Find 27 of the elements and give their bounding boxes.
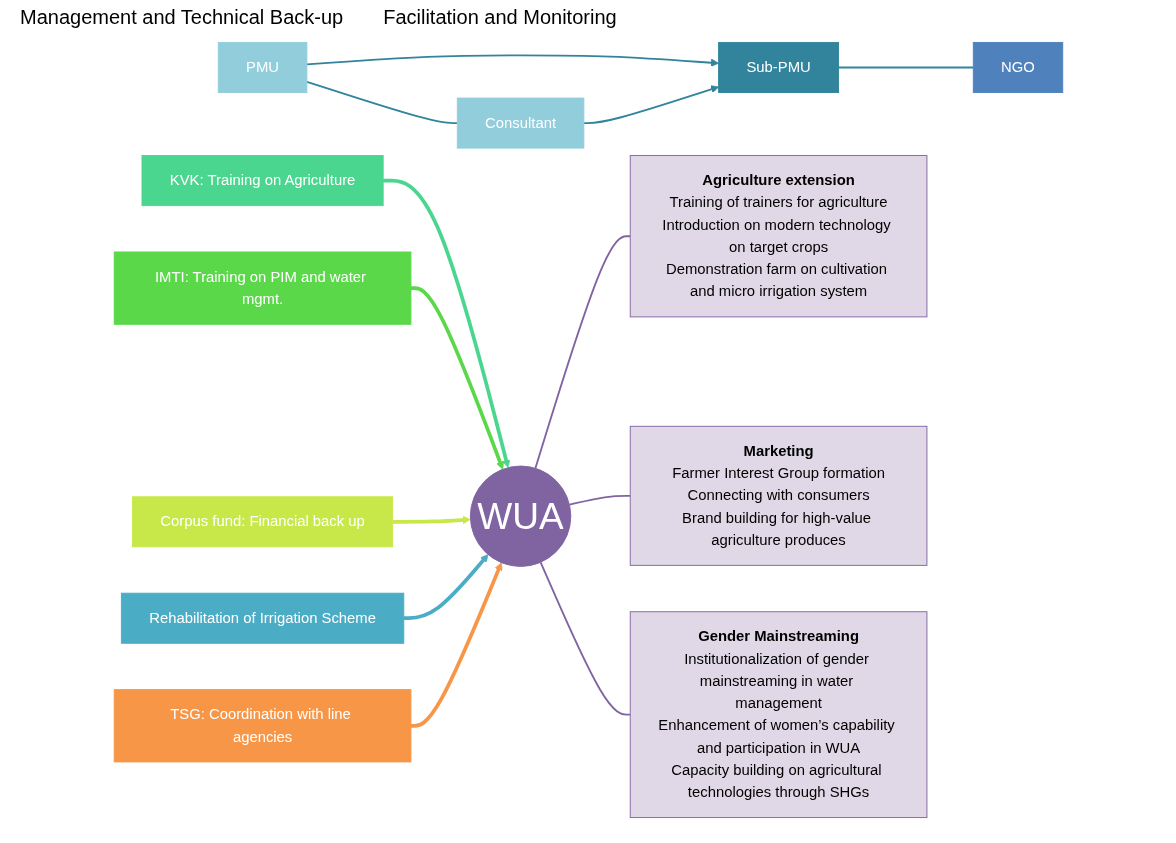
node-box: Agriculture extension Training of trainers for agriculture Introduction on modern technology on target crops Demonstration farm on cultivation and micro irrigation system [629, 155, 927, 318]
node-circle: WUA [469, 465, 571, 567]
node-box: Consultant [456, 97, 584, 149]
node-box: Sub-PMU [717, 41, 839, 93]
node-box: KVK: Training on Agriculture [141, 155, 384, 207]
node-box: Marketing Farmer Interest Group formation Connecting with consumers Brand building for high-value agriculture produces [629, 425, 927, 566]
node-box: PMU [217, 41, 307, 93]
node-box: TSG: Coordination with line agencies [113, 689, 411, 763]
arrow [410, 562, 502, 728]
arrow [382, 178, 510, 468]
node-box: IMTI: Training on PIM and water mgmt. [113, 251, 411, 325]
node-box: Corpus fund: Financial back up [131, 496, 393, 548]
arrow [305, 54, 719, 67]
connector [539, 561, 631, 716]
node-box: NGO [972, 41, 1063, 93]
arrow [410, 286, 504, 470]
connector [534, 235, 631, 470]
connector [837, 66, 974, 69]
connector [568, 494, 631, 506]
connector [305, 80, 458, 124]
arrow [582, 85, 719, 124]
arrow [403, 554, 488, 621]
arrow [392, 515, 471, 524]
note-text: Management and Technical Back-up [20, 6, 344, 29]
note-text: Facilitation and Monitoring [383, 6, 617, 29]
node-box: Rehabilitation of Irrigation Scheme [120, 592, 404, 644]
node-box: Gender Mainstreaming Institutionalization of gender mainstreaming in water management Enhancement of women’s capability and participation in WUA Capacity building on agricultural technologies through SHGs [629, 611, 927, 819]
